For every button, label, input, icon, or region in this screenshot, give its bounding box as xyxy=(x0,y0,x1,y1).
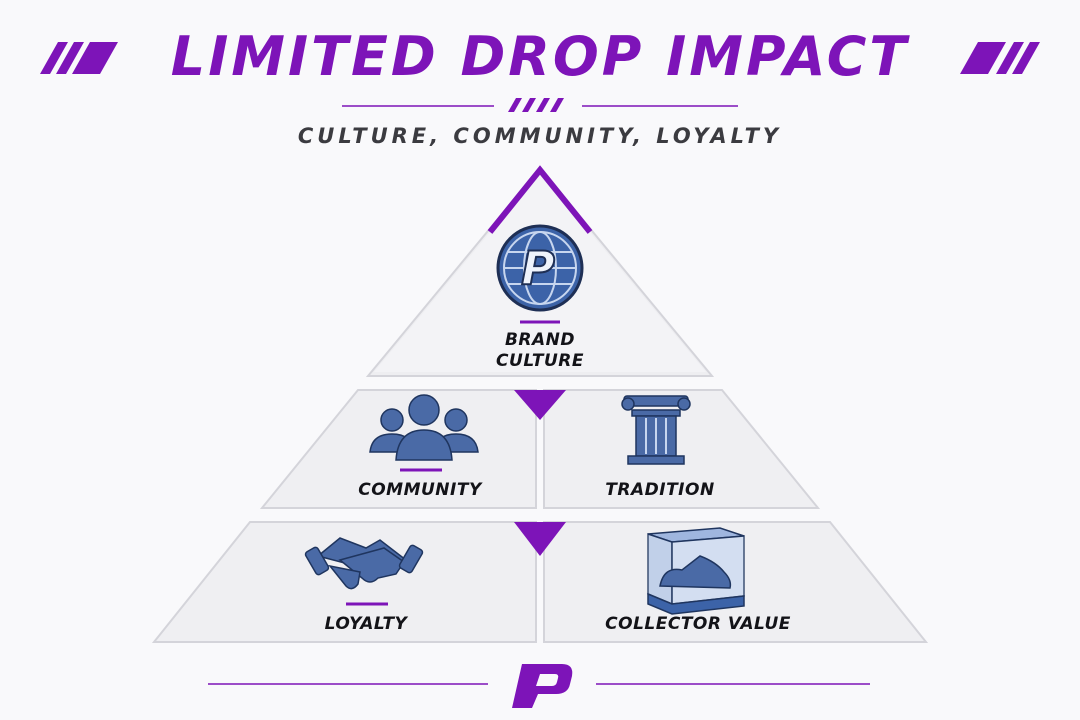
column-icon xyxy=(621,395,691,465)
middle-down-arrow xyxy=(514,390,566,420)
brand-culture-label: BRAND CULTURE xyxy=(440,330,640,372)
people-icon xyxy=(369,394,479,461)
community-label: COMMUNITY xyxy=(358,480,482,500)
collector-value-label: COLLECTOR VALUE xyxy=(605,614,791,634)
left-title-stripes xyxy=(40,42,118,74)
p-logo-icon xyxy=(512,664,573,708)
page-title: LIMITED DROP IMPACT xyxy=(170,25,910,88)
loyalty-label: LOYALTY xyxy=(324,614,408,634)
sneaker-display-case-icon xyxy=(647,527,745,615)
brand-culture-line1: BRAND xyxy=(504,330,576,350)
tradition-label: TRADITION xyxy=(605,480,715,500)
svg-text:P: P xyxy=(521,241,555,295)
brand-culture-line2: CULTURE xyxy=(496,351,584,371)
handshake-icon xyxy=(304,537,424,590)
divider-stripes xyxy=(508,98,564,112)
page-subtitle: CULTURE, COMMUNITY, LOYALTY xyxy=(297,124,783,148)
right-title-stripes xyxy=(960,42,1040,74)
bottom-down-arrow xyxy=(514,522,566,556)
globe-logo-icon: P xyxy=(496,224,584,312)
top-chevron xyxy=(487,165,593,234)
